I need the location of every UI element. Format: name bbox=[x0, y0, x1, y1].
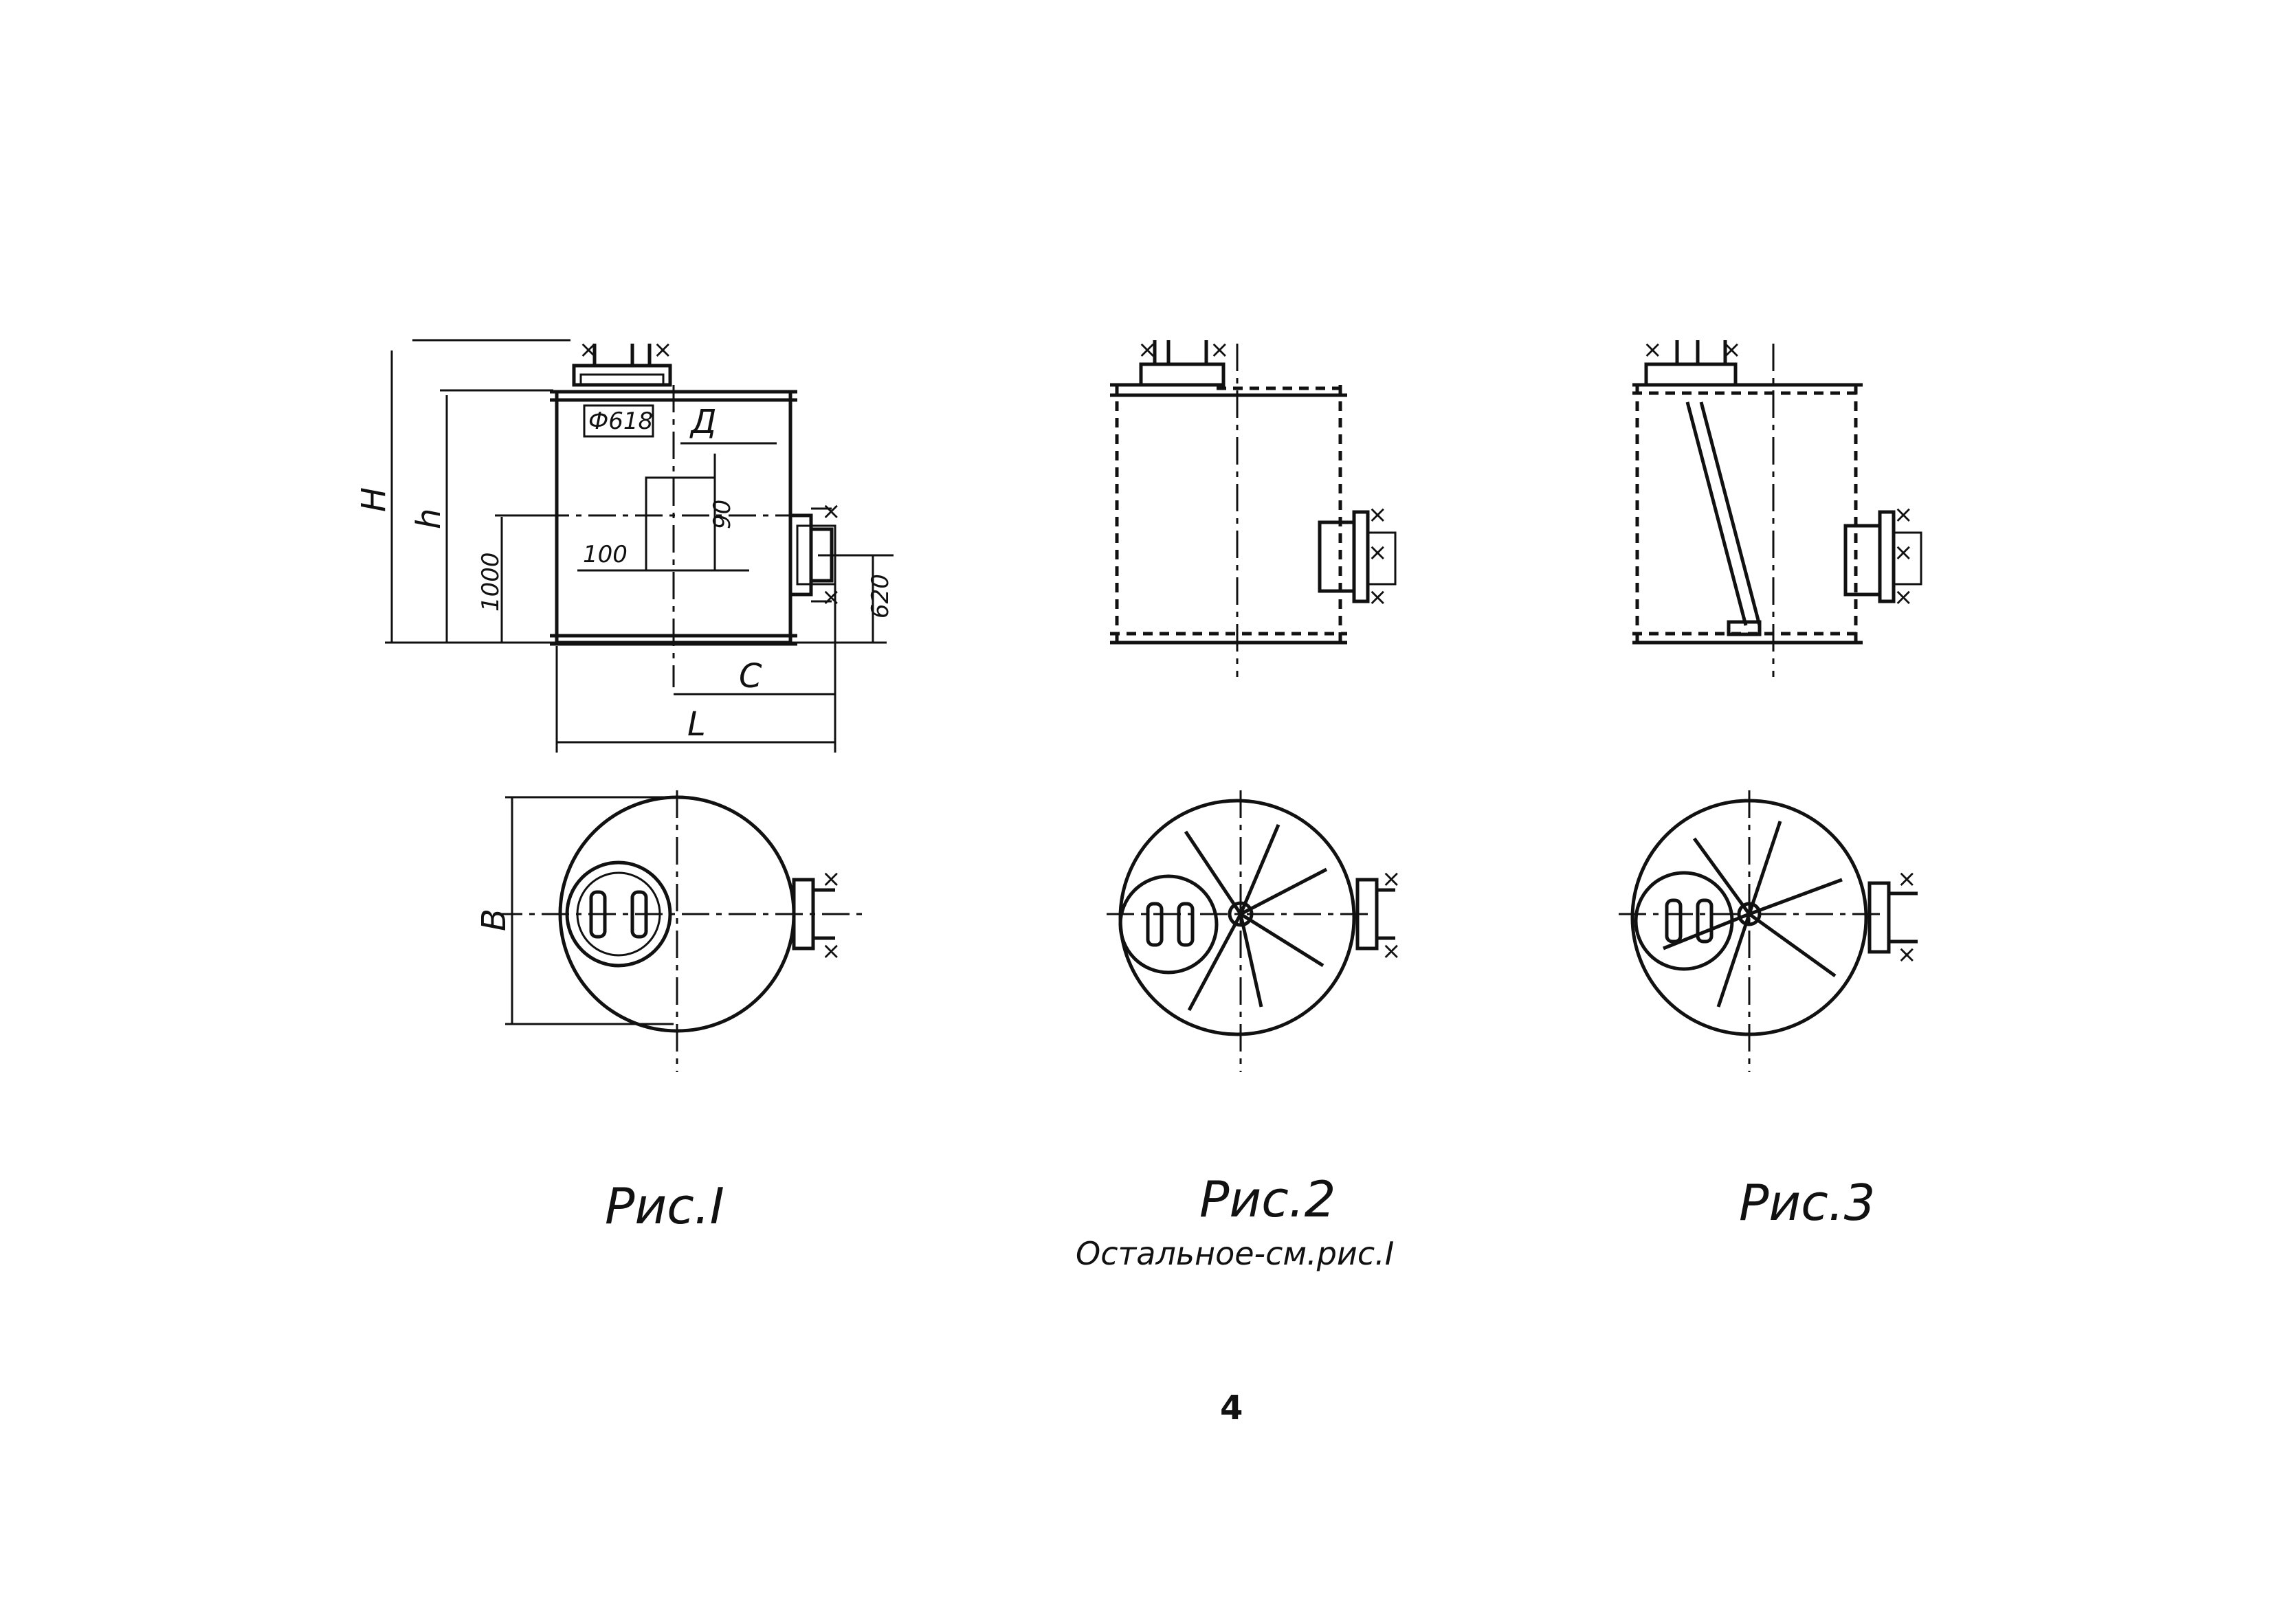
fig3-manhole-flange bbox=[1644, 362, 1738, 387]
svg-text:×: × bbox=[821, 583, 841, 611]
svg-text:×: × bbox=[1138, 336, 1157, 364]
fig1-label-1000: 1000 bbox=[477, 552, 505, 612]
svg-text:×: × bbox=[821, 498, 841, 525]
fig2-top-view: × × bbox=[1107, 790, 1401, 1072]
svg-text:×: × bbox=[1210, 336, 1230, 364]
svg-text:×: × bbox=[1368, 501, 1388, 529]
fig2-mixer-blades bbox=[1184, 824, 1328, 1012]
svg-text:×: × bbox=[821, 865, 841, 893]
fig1-label-90: 90 bbox=[709, 500, 736, 529]
fig1-label-C: С bbox=[739, 657, 762, 696]
svg-text:×: × bbox=[1894, 539, 1914, 566]
fig1-label-H: Н bbox=[355, 487, 393, 512]
svg-text:×: × bbox=[1368, 583, 1388, 611]
fig3-section-view: × × × × × bbox=[1632, 336, 1922, 677]
fig3-top-manhole bbox=[1634, 871, 1734, 971]
fig2-caption: Рис.2 bbox=[1199, 1170, 1336, 1228]
fig2-side-heater bbox=[1318, 520, 1356, 593]
fig1-label-D: Д bbox=[689, 403, 717, 441]
fig3-mixer-blades bbox=[1663, 821, 1843, 1008]
fig3-caption: Рис.3 bbox=[1739, 1174, 1876, 1232]
fig3-inclined-shaft bbox=[1685, 401, 1748, 626]
fig1-label-h: h bbox=[410, 509, 448, 529]
svg-text:×: × bbox=[579, 336, 599, 364]
svg-text:×: × bbox=[1897, 865, 1917, 893]
svg-text:×: × bbox=[653, 336, 673, 364]
fig2-top-manhole bbox=[1118, 874, 1219, 975]
page-number: 4 bbox=[1220, 1389, 1243, 1427]
svg-text:×: × bbox=[1643, 336, 1663, 364]
fig3-top-view: × × bbox=[1619, 790, 1918, 1072]
fig1-label-L: L bbox=[687, 705, 706, 744]
fig1-inner-opening bbox=[645, 476, 716, 572]
fig2-note: Остальное-см.рис.I bbox=[1076, 1235, 1394, 1272]
svg-text:×: × bbox=[1894, 583, 1914, 611]
svg-text:×: × bbox=[1382, 865, 1401, 893]
fig1-label-B: В bbox=[475, 909, 513, 931]
svg-text:×: × bbox=[1897, 941, 1917, 968]
fig1-label-620: 620 bbox=[867, 574, 894, 619]
svg-text:×: × bbox=[1894, 501, 1914, 529]
fig3-side-heater bbox=[1843, 524, 1882, 597]
svg-text:×: × bbox=[1722, 336, 1742, 364]
fig1-dia-label: Ф618 bbox=[588, 408, 653, 435]
fig1-label-100: 100 bbox=[583, 541, 628, 568]
svg-text:×: × bbox=[1368, 539, 1388, 566]
fig2-manhole-flange bbox=[1139, 362, 1226, 387]
svg-text:×: × bbox=[821, 937, 841, 965]
fig1-top-side-flange bbox=[792, 878, 815, 950]
fig1-side-flange bbox=[788, 513, 813, 597]
fig1-top-view: × × В bbox=[475, 790, 866, 1072]
fig1-side-view: × × Ф618 × × Д 9 bbox=[355, 336, 894, 753]
svg-text:×: × bbox=[1382, 937, 1401, 965]
fig1-caption: Рис.I bbox=[605, 1177, 724, 1235]
fig2-section-view: × × × × × bbox=[1110, 336, 1397, 677]
